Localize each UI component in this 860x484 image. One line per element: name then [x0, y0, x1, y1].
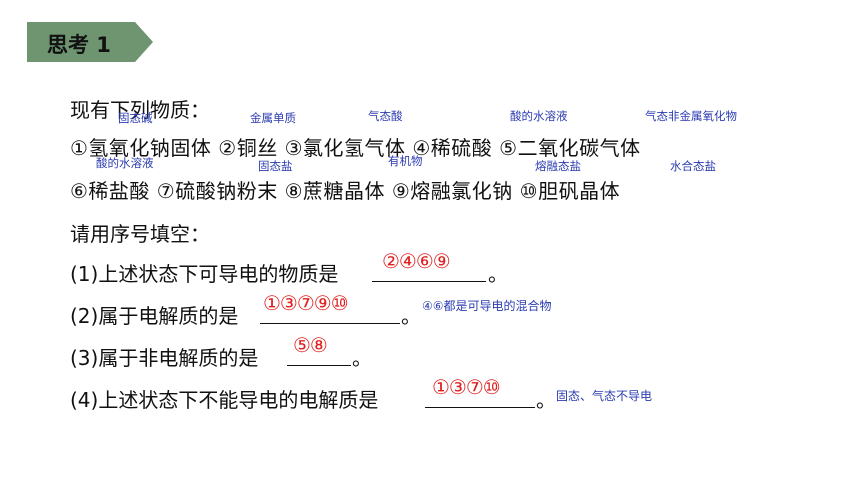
question-3-blank — [287, 365, 351, 366]
question-4-text: (4)上述状态下不能导电的电解质是 — [70, 388, 379, 412]
note-co2: 气态非金属氧化物 — [645, 109, 737, 123]
substances-row1: ①氢氧化钠固体 ②铜丝 ③氯化氢气体 ④稀硫酸 ⑤二氧化碳气体 — [70, 136, 641, 160]
question-2-blank — [260, 323, 400, 324]
question-1-blank — [372, 281, 486, 282]
note-naoh: 固态碱 — [118, 111, 153, 125]
question-2-end: 。 — [401, 304, 421, 328]
question-1-end: 。 — [488, 262, 508, 286]
question-1-answer: ②④⑥⑨ — [382, 249, 451, 273]
question-1-text: (1)上述状态下可导电的物质是 — [70, 262, 339, 286]
question-4-blank — [425, 407, 535, 408]
intro-text: 现有下列物质： — [70, 98, 210, 122]
badge-arrow-shape — [27, 22, 153, 62]
question-3-end: 。 — [352, 346, 372, 370]
note-h2so4: 酸的水溶液 — [510, 109, 568, 123]
note-hcl-aq: 酸的水溶液 — [96, 156, 154, 170]
substances-row2: ⑥稀盐酸 ⑦硫酸钠粉末 ⑧蔗糖晶体 ⑨熔融氯化钠 ⑩胆矾晶体 — [70, 179, 621, 203]
instruction-text: 请用序号填空： — [70, 222, 210, 246]
note-cuso4: 水合态盐 — [670, 159, 716, 173]
note-nacl-molten: 熔融态盐 — [535, 159, 581, 173]
section-badge: 思考 1 — [27, 22, 153, 62]
question-4-end: 。 — [536, 388, 556, 412]
note-hcl-gas: 气态酸 — [368, 109, 403, 123]
badge-label: 思考 1 — [47, 33, 111, 57]
question-2-text: (2)属于电解质的是 — [70, 304, 239, 328]
note-sucrose: 有机物 — [388, 154, 423, 168]
question-3-text: (3)属于非电解质的是 — [70, 346, 259, 370]
note-na2so4: 固态盐 — [258, 159, 293, 173]
question-2-answer: ①③⑦⑨⑩ — [263, 291, 349, 315]
question-4-note: 固态、气态不导电 — [556, 389, 653, 403]
question-3-answer: ⑤⑧ — [293, 333, 328, 357]
note-cu: 金属单质 — [250, 111, 296, 125]
question-2-note: ④⑥都是可导电的混合物 — [422, 299, 552, 313]
question-4-answer: ①③⑦⑩ — [432, 375, 501, 399]
